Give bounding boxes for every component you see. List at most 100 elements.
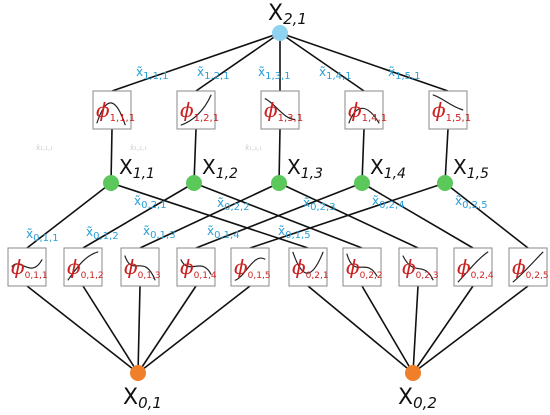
activation-box-1-1-subscript: 1,1,1 xyxy=(110,113,135,124)
activation-box-0-4-subscript: 0,1,4 xyxy=(194,271,217,281)
edge-label-input-1: x̃0,1,1 xyxy=(26,227,59,244)
edge-box-0-10-to-input xyxy=(412,285,529,374)
hidden-node-x-1-4-letter: X xyxy=(370,155,384,179)
activation-box-0-2-subscript: 0,1,2 xyxy=(81,271,104,281)
edge-box-0-1-to-input xyxy=(26,285,139,374)
edge-hidden-3-to-box-0-1-3 xyxy=(139,182,280,249)
edge-label-input-3: x̃0,1,3 xyxy=(143,224,176,241)
hidden-node-x-1-5-subscript: 1,5 xyxy=(467,166,489,182)
edge-label-input-2-subscript: 0,1,2 xyxy=(93,231,118,242)
edge-label-top-1: x̃1,1,1 xyxy=(136,65,169,82)
activation-box-1-1-curve xyxy=(96,102,126,126)
edge-label-input-5: x̃0,1,5 xyxy=(278,224,311,241)
activation-box-1-1-phi: ϕ xyxy=(96,98,110,122)
activation-box-0-1-phi: ϕ xyxy=(11,255,25,279)
activation-box-1-3-frame xyxy=(260,90,300,130)
hidden-node-x-1-3-letter: X xyxy=(287,155,301,179)
edge-label-top-3-subscript: 1,3,1 xyxy=(265,71,290,82)
edge-output-to-box-1-1 xyxy=(111,32,281,92)
edge-box-0-7-to-input xyxy=(361,285,414,374)
ghost-text-3: x̃₁,₃,₁ xyxy=(245,144,262,152)
hidden-node-x-1-4 xyxy=(354,175,370,191)
edge-label-input-5-subscript: 0,1,5 xyxy=(285,230,310,241)
hidden-node-x-1-2-letter: X xyxy=(202,155,216,179)
edge-label-hidden-5-base: x̃ xyxy=(455,194,462,208)
activation-box-0-4-frame xyxy=(176,247,216,287)
hidden-node-x-1-2 xyxy=(186,175,202,191)
edge-label-hidden-1: x̃0,2,1 xyxy=(134,194,167,211)
edge-box-0-2-to-input xyxy=(82,285,139,374)
output-node-x-2-1-label: X2,1 xyxy=(268,1,307,28)
edge-label-top-3-base: x̃ xyxy=(258,65,265,79)
hidden-node-x-1-5-letter: X xyxy=(453,155,467,179)
edge-hidden-4-to-box-0-1-4 xyxy=(195,182,363,249)
edge-label-input-3-base: x̃ xyxy=(143,224,150,238)
edge-box-0-5-to-input xyxy=(137,285,251,374)
activation-box-1-3-curve xyxy=(264,98,296,121)
edge-label-input-2-base: x̃ xyxy=(86,225,93,239)
input-node-x-0-1 xyxy=(130,365,146,381)
activation-box-0-7-label: ϕ0,2,2 xyxy=(346,255,383,281)
edge-label-top-4: x̃1,4,1 xyxy=(319,65,352,82)
edge-label-input-5-base: x̃ xyxy=(278,224,285,238)
activation-box-0-7-subscript: 0,2,2 xyxy=(360,271,383,281)
edge-box-0-6-to-input xyxy=(307,285,414,374)
activation-box-1-4-phi: ϕ xyxy=(348,98,362,122)
activation-box-0-1-subscript: 0,1,1 xyxy=(25,271,48,281)
activation-box-0-6-subscript: 0,2,1 xyxy=(306,271,329,281)
hidden-node-x-1-1-subscript: 1,1 xyxy=(133,166,155,182)
input-node-x-0-2-subscript: 0,2 xyxy=(413,394,437,412)
activation-box-1-1-label: ϕ1,1,1 xyxy=(96,98,135,124)
output-node-x-2-1 xyxy=(272,25,288,41)
edge-label-hidden-4: x̃0,2,4 xyxy=(372,194,405,211)
activation-box-0-3-phi: ϕ xyxy=(124,255,138,279)
edge-label-input-4: x̃0,1,4 xyxy=(207,224,240,241)
activation-box-0-1-label: ϕ0,1,1 xyxy=(11,255,48,281)
activation-box-1-5-curve xyxy=(432,94,464,111)
activation-box-0-1-curve xyxy=(11,259,43,269)
input-node-x-0-1-letter: X xyxy=(123,385,138,410)
edge-label-hidden-1-base: x̃ xyxy=(134,194,141,208)
activation-box-0-6-curve xyxy=(292,251,324,274)
activation-box-1-3-phi: ϕ xyxy=(264,98,278,122)
activation-box-0-8-phi: ϕ xyxy=(402,255,416,279)
edge-label-input-3-subscript: 0,1,3 xyxy=(150,230,175,241)
activation-box-0-5-curve xyxy=(234,257,266,281)
hidden-node-x-1-3-label: X1,3 xyxy=(287,155,323,182)
activation-box-0-9-subscript: 0,2,4 xyxy=(471,271,494,281)
edge-label-input-1-base: x̃ xyxy=(26,227,33,241)
activation-box-0-2-curve xyxy=(67,251,99,281)
activation-box-0-9-label: ϕ0,2,4 xyxy=(457,255,494,281)
activation-box-1-5-label: ϕ1,5,1 xyxy=(432,98,471,124)
hidden-node-x-1-2-label: X1,2 xyxy=(202,155,238,182)
activation-box-0-3-label: ϕ0,1,3 xyxy=(124,255,161,281)
edge-label-hidden-4-subscript: 0,2,4 xyxy=(379,200,404,211)
edge-label-hidden-4-base: x̃ xyxy=(372,194,379,208)
edge-hidden-5-to-box-0-1-5 xyxy=(249,182,446,249)
edge-label-top-2: x̃1,2,1 xyxy=(197,65,230,82)
edge-label-hidden-5-subscript: 0,2,5 xyxy=(462,200,487,211)
edge-box-1-1-to-hidden xyxy=(110,128,113,184)
activation-box-0-8-curve xyxy=(402,255,434,281)
activation-box-0-6-label: ϕ0,2,1 xyxy=(292,255,329,281)
activation-box-0-2-frame xyxy=(63,247,103,287)
activation-box-0-4-curve xyxy=(180,259,212,275)
edge-hidden-1-to-box-0-1-1 xyxy=(26,182,112,249)
activation-box-1-2-subscript: 1,2,1 xyxy=(194,113,219,124)
hidden-node-x-1-5-label: X1,5 xyxy=(453,155,489,182)
activation-box-0-8-frame xyxy=(398,247,438,287)
edge-output-to-box-1-5 xyxy=(279,32,449,92)
ghost-text-1: x̃₁,₁,₁ xyxy=(36,144,53,152)
hidden-node-x-1-1-letter: X xyxy=(119,155,133,179)
edge-label-top-1-subscript: 1,1,1 xyxy=(143,71,168,82)
edge-box-0-9-to-input xyxy=(412,285,474,374)
output-node-x-2-1-letter: X xyxy=(268,1,283,26)
hidden-node-x-1-1 xyxy=(103,175,119,191)
edge-label-hidden-3-base: x̃ xyxy=(303,196,310,210)
hidden-node-x-1-4-subscript: 1,4 xyxy=(384,166,406,182)
input-node-x-0-1-label: X0,1 xyxy=(123,385,162,412)
activation-box-1-4-subscript: 1,4,1 xyxy=(362,113,387,124)
